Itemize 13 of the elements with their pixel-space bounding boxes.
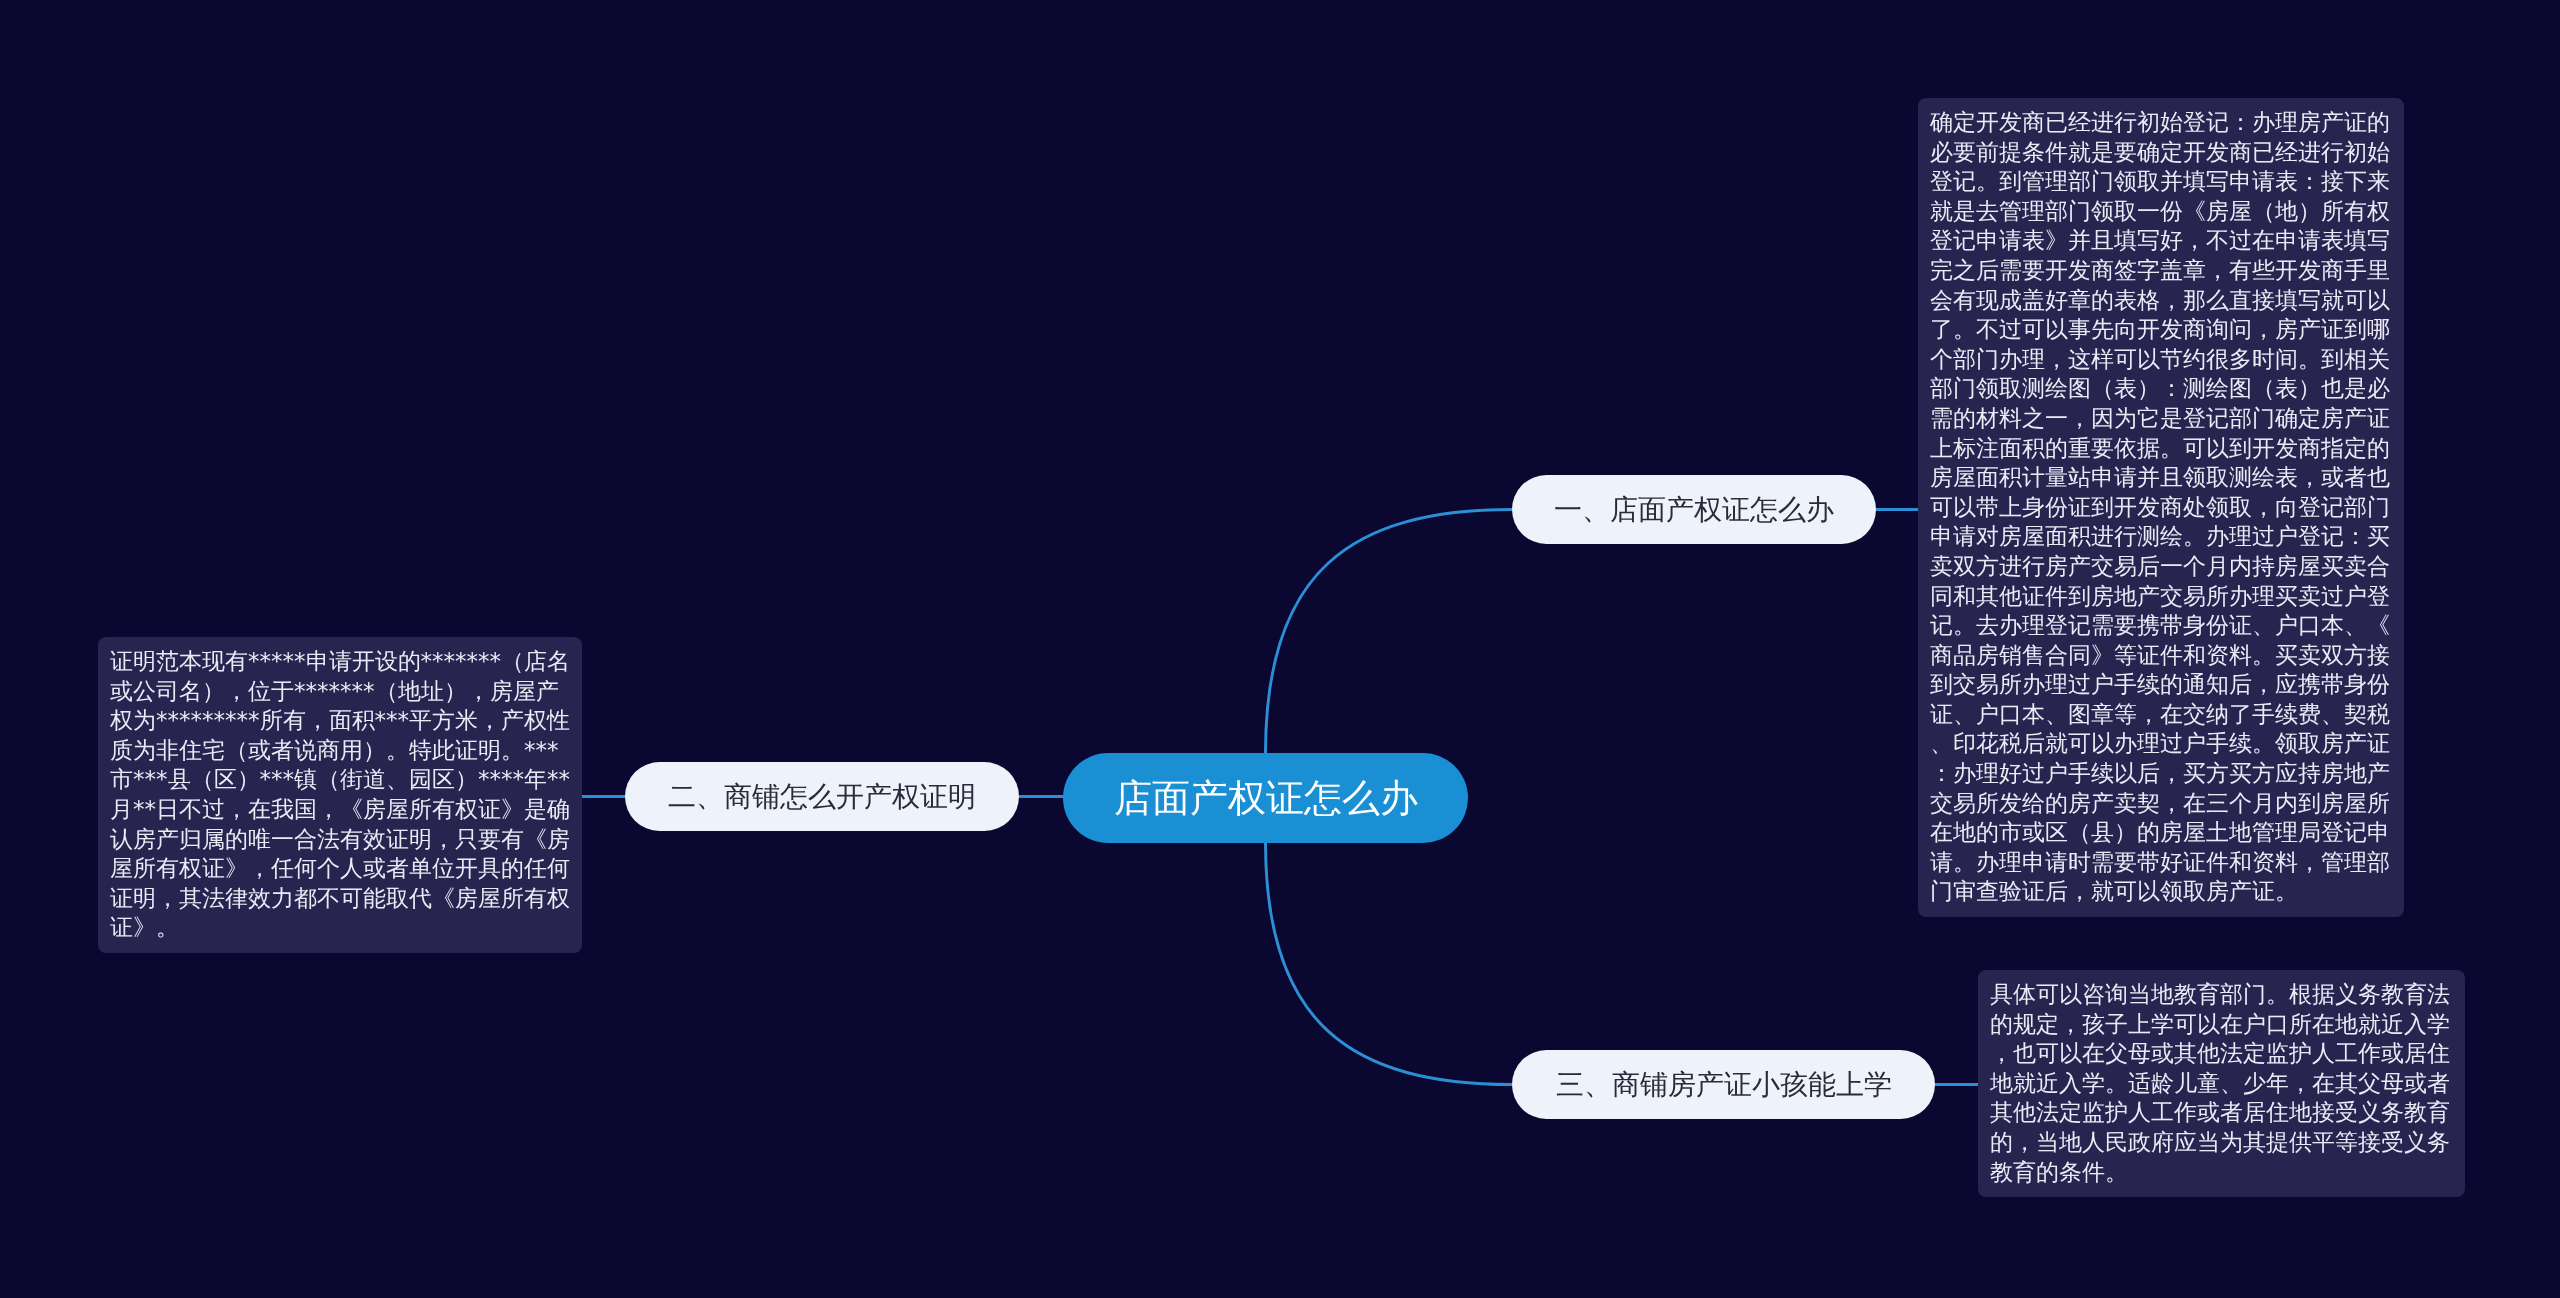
connector-line	[1264, 508, 1513, 754]
connector-line	[1935, 1083, 1978, 1086]
note-box: 证明范本现有*****申请开设的*******（店名或公司名），位于*******（地址），房屋产权为*********所有，面积***平方米，产权性质为非住宅（或者说商用）。特此证明。***市***县（区）***镇（街道、园区）****年**月**日不过，在我国，《房屋所有权证》是确认房产归属的唯一合法有效证明，只要有《房屋所有权证》，任何个人或者单位开具的任何证明，其法律效力都不可能取代《房屋所有权证》。	[98, 637, 582, 953]
connector-line	[1019, 795, 1063, 798]
connector-line	[1264, 842, 1513, 1086]
main-topic-pill: 店面产权证怎么办	[1063, 753, 1468, 843]
topic-pill: 一、店面产权证怎么办	[1512, 475, 1876, 544]
note-box: 确定开发商已经进行初始登记：办理房产证的必要前提条件就是要确定开发商已经进行初始登记。到管理部门领取并填写申请表：接下来就是去管理部门领取一份《房屋（地）所有权登记申请表》并且填写好，不过在申请表填写完之后需要开发商签字盖章，有些开发商手里会有现成盖好章的表格，那么直接填写就可以了。不过可以事先向开发商询问，房产证到哪个部门办理，这样可以节约很多时间。到相关部门领取测绘图（表）：测绘图（表）也是必需的材料之一，因为它是登记部门确定房产证上标注面积的重要依据。可以到开发商指定的房屋面积计量站申请并且领取测绘表，或者也可以带上身份证到开发商处领取，向登记部门申请对房屋面积进行测绘。办理过户登记：买卖双方进行房产交易后一个月内持房屋买卖合同和其他证件到房地产交易所办理买卖过户登记。去办理登记需要携带身份证、户口本、《商品房销售合同》等证件和资料。买卖双方接到交易所办理过户手续的通知后，应携带身份证、户口本、图章等，在交纳了手续费、契税、印花税后就可以办理过户手续。领取房产证：办理好过户手续以后，买方买方应持房地产交易所发给的房产卖契，在三个月内到房屋所在地的市或区（县）的房屋土地管理局登记申请。办理申请时需要带好证件和资料，管理部门审查验证后，就可以领取房产证。	[1918, 98, 2404, 918]
connector-line	[1876, 508, 1918, 511]
connector-line	[582, 795, 625, 798]
topic-pill: 三、商铺房产证小孩能上学	[1512, 1050, 1935, 1119]
note-box: 具体可以咨询当地教育部门。根据义务教育法的规定，孩子上学可以在户口所在地就近入学，也可以在父母或其他法定监护人工作或居住地就近入学。适龄儿童、少年，在其父母或者其他法定监护人工作或者居住地接受义务教育的，当地人民政府应当为其提供平等接受义务教育的条件。	[1978, 970, 2465, 1198]
topic-pill: 二、商铺怎么开产权证明	[625, 762, 1019, 831]
